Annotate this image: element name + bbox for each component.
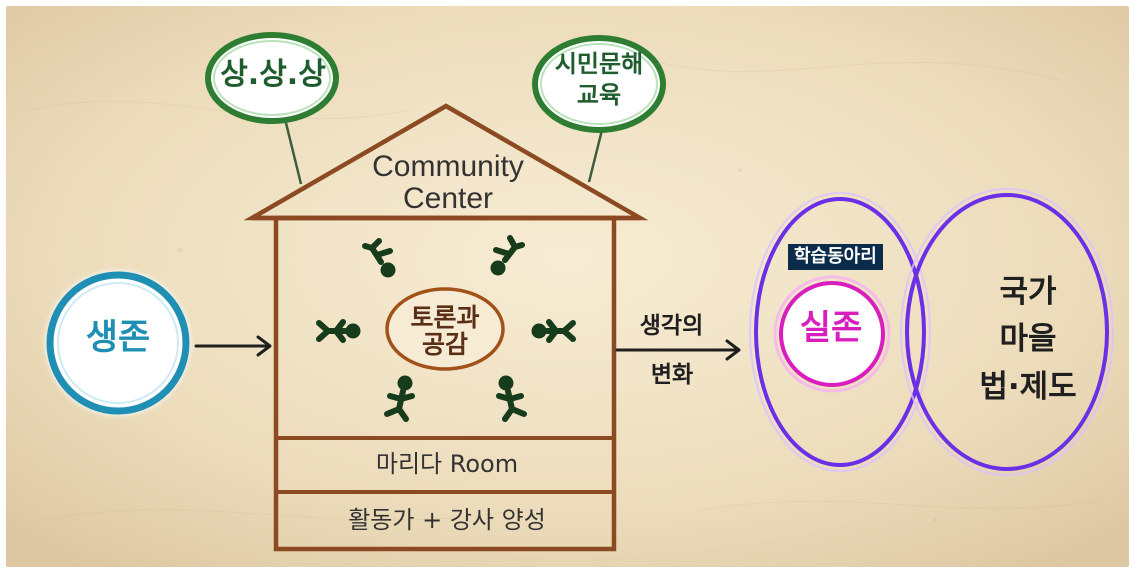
left-bubble-connector bbox=[284, 122, 303, 185]
change-of-thought-line2: 변화 bbox=[650, 362, 694, 388]
nation-label: 국가 bbox=[999, 274, 1057, 310]
venn-right-ellipse bbox=[905, 193, 1109, 471]
person-icon-left bbox=[316, 319, 361, 343]
survival-circle bbox=[45, 270, 191, 416]
left-arrow-head bbox=[256, 335, 272, 357]
discussion-oval bbox=[385, 287, 505, 371]
bubble-citizen-literacy-line2: 교육 bbox=[576, 81, 622, 109]
community-center-title-line2: Center bbox=[402, 182, 494, 215]
room-label-2: 활동가 + 강사 양성 bbox=[348, 506, 546, 534]
bubble-sangsang-label: 상.상.상 bbox=[220, 57, 326, 92]
discussion-text-line1: 토론과 bbox=[410, 303, 480, 332]
bubble-sangsang bbox=[205, 32, 339, 124]
people-icons bbox=[316, 235, 576, 422]
survival-label: 생존 bbox=[85, 318, 151, 358]
bubble-citizen-literacy-line1: 시민문해 bbox=[554, 50, 644, 78]
person-icon-top-right bbox=[490, 235, 525, 276]
right-arrow-head bbox=[725, 339, 741, 361]
venn-diagram bbox=[749, 188, 1114, 476]
room-label-1: 마리다 Room bbox=[375, 450, 519, 478]
law-institution-label: 법·제도 bbox=[979, 369, 1077, 405]
community-center-house bbox=[243, 103, 649, 552]
person-icon-right bbox=[531, 319, 576, 343]
venn-left-ellipse bbox=[754, 197, 926, 467]
village-label: 마을 bbox=[999, 321, 1057, 357]
existence-label: 실존 bbox=[799, 308, 863, 348]
paper-background bbox=[6, 6, 1129, 567]
community-center-title-line1: Community bbox=[372, 150, 524, 183]
change-of-thought-line1: 생각의 bbox=[639, 313, 704, 339]
discussion-text-line2: 공감 bbox=[421, 330, 468, 359]
person-icon-bottom-right bbox=[496, 375, 527, 422]
paper-texture bbox=[29, 59, 1101, 522]
arrows bbox=[194, 335, 741, 361]
right-bubble-connector bbox=[587, 125, 605, 183]
house-body bbox=[273, 215, 617, 552]
existence-circle bbox=[779, 281, 885, 387]
person-icon-bottom-left bbox=[384, 375, 415, 422]
bubble-citizen-literacy bbox=[532, 35, 666, 133]
learning-club-badge: 학습동아리 bbox=[788, 244, 883, 270]
person-icon-top-left bbox=[362, 238, 396, 278]
